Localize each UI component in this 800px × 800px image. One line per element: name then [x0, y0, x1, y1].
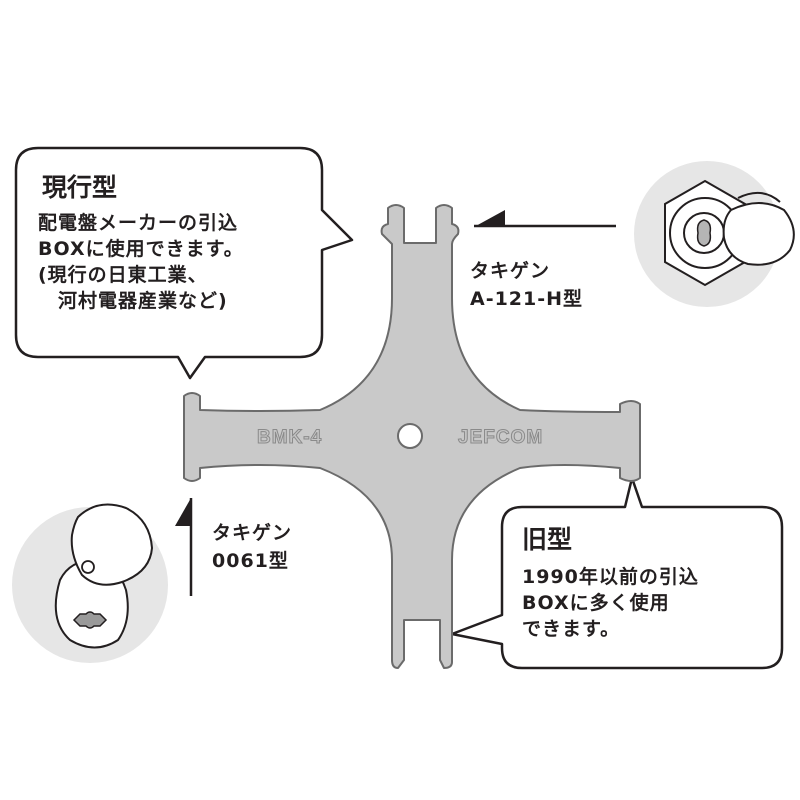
- arrow-up: [175, 498, 193, 596]
- lock-cover-icon: [70, 503, 154, 586]
- model-engraving: BMK-4: [257, 427, 322, 448]
- current-type-line-1: 配電盤メーカーの引込: [38, 212, 239, 234]
- keyhole-icon: [696, 219, 712, 247]
- current-type-line-2: BOXに使用できます。: [38, 238, 244, 260]
- old-type-line-2: BOXに多く使用: [522, 592, 670, 614]
- t0061-lock-illustration: [12, 503, 168, 663]
- arrow-left: [474, 210, 616, 228]
- t0061-label-line-1: タキゲン: [212, 522, 293, 544]
- brand-engraving: JEFCOM: [458, 427, 543, 448]
- current-type-line-3: (現行の日東工業、: [38, 264, 208, 286]
- current-type-title: 現行型: [42, 173, 118, 202]
- a121h-lock-illustration: [634, 161, 795, 307]
- a121h-label-line-1: タキゲン: [470, 260, 551, 282]
- cross-key-wrench: BMK-4 JEFCOM: [183, 204, 641, 669]
- old-type-bubble: [450, 476, 784, 670]
- center-hole: [397, 423, 423, 449]
- old-type-line-3: できます。: [522, 618, 621, 640]
- old-type-line-1: 1990年以前の引込: [522, 566, 699, 588]
- dust-cover-icon: [722, 202, 795, 266]
- keyhole-icon: [72, 611, 108, 629]
- old-type-title: 旧型: [522, 525, 573, 554]
- current-type-line-4: 河村電器産業など): [38, 290, 228, 312]
- a121h-label-line-2: A-121-H型: [470, 288, 584, 310]
- current-type-bubble: [14, 146, 354, 380]
- t0061-label-line-2: 0061型: [212, 550, 289, 572]
